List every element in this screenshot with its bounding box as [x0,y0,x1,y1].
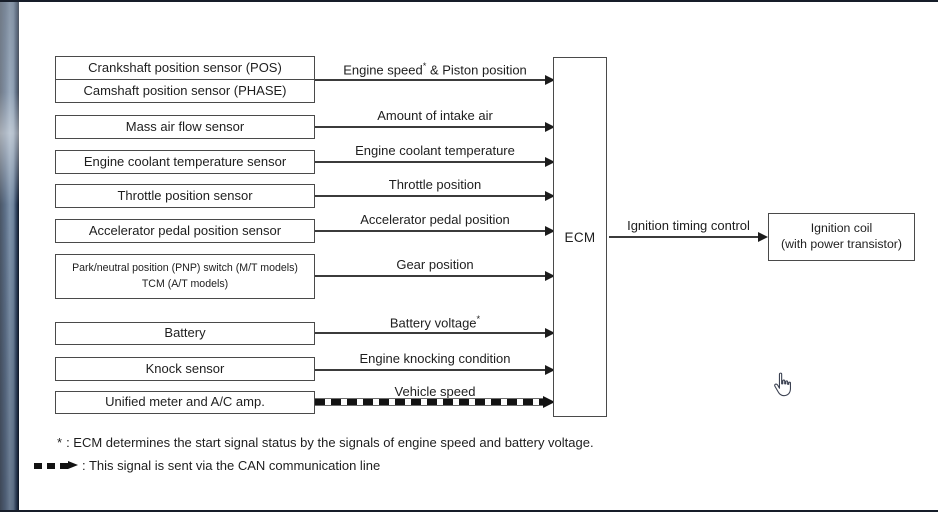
sensor-box-coolant-temp: Engine coolant temperature sensor [55,150,315,174]
signal-arrow [315,226,555,236]
arrowhead-icon [545,122,555,132]
sensor-label: Battery [164,325,206,341]
signal-label-battery-voltage: Battery voltage* [389,314,481,331]
signal-label-intake-air: Amount of intake air [377,108,493,123]
ignition-coil-label-line2: (with power transistor) [781,237,902,251]
signal-label-engine-speed: Engine speed* & Piston position [343,61,527,78]
signal-label-coolant-temp: Engine coolant temperature [355,143,515,158]
sensor-box-mass-air-flow: Mass air flow sensor [55,115,315,139]
arrowhead-icon [545,328,555,338]
sensor-box-unified-meter: Unified meter and A/C amp. [55,391,315,414]
ignition-coil-box: Ignition coil (with power transistor) [768,213,915,261]
signal-label-accelerator-pedal: Accelerator pedal position [360,212,510,227]
arrow-shaft [315,369,546,371]
signal-arrow [315,191,555,201]
signal-label-ignition-timing: Ignition timing control [627,218,750,233]
signal-arrow [315,157,555,167]
window-top-edge [0,0,938,2]
arrow-shaft [315,195,546,197]
arrowhead-icon [545,157,555,167]
sensor-label: Park/neutral position (PNP) switch (M/T … [72,262,298,275]
arrow-shaft [315,126,546,128]
arrowhead-icon [545,191,555,201]
sensor-label: Throttle position sensor [117,187,253,203]
sensor-label: Mass air flow sensor [125,118,245,134]
ecm-label: ECM [564,229,596,245]
signal-label-engine-knocking: Engine knocking condition [359,351,511,366]
arrowhead-icon [545,75,555,85]
sensor-box-accelerator-pedal: Accelerator pedal position sensor [55,219,315,243]
footnote-text: : ECM determines the start signal status… [66,435,594,450]
sensor-box-crankshaft: Crankshaft position sensor (POS) [56,57,314,80]
sensor-box-battery: Battery [55,322,315,345]
asterisk-symbol: * [57,435,63,450]
signal-arrow [315,122,555,132]
arrow-shaft [609,236,759,238]
sensor-label: Unified meter and A/C amp. [105,394,265,410]
footnote-can-line: : This signal is sent via the CAN commun… [34,458,380,473]
legend-dash-head [68,461,78,469]
arrow-shaft [315,79,546,81]
signal-arrow-can-dashed [315,396,555,409]
signal-arrow [315,75,555,85]
arrowhead-icon [545,365,555,375]
signal-label-vehicle-speed: Vehicle speed [394,384,476,399]
sensor-box-camshaft: Camshaft position sensor (PHASE) [56,80,314,102]
footnote-text: : This signal is sent via the CAN commun… [82,458,381,473]
arrowhead-icon [758,232,768,242]
sensor-label: Engine coolant temperature sensor [83,153,287,169]
window-left-edge [0,0,19,512]
sensor-box-knock: Knock sensor [55,357,315,381]
signal-arrow [315,328,555,338]
arrowhead-icon [545,226,555,236]
sensor-label: Crankshaft position sensor (POS) [88,59,282,75]
ignition-coil-label-line1: Ignition coil [810,221,873,236]
sensor-label: Knock sensor [145,360,225,376]
sensor-label: Camshaft position sensor (PHASE) [83,82,287,98]
signal-label-throttle-position: Throttle position [388,177,482,192]
sensor-label: TCM (A/T models) [141,277,229,290]
sensor-box-throttle-position: Throttle position sensor [55,184,315,208]
arrowhead-icon [545,271,555,281]
footnote-asterisk: * : ECM determines the start signal stat… [57,435,594,450]
ecm-box: ECM [553,57,607,417]
hand-pointer-cursor [774,372,792,397]
arrow-shaft [315,161,546,163]
sensor-box-crank-cam: Crankshaft position sensor (POS) Camshaf… [55,56,315,103]
signal-arrow [315,271,555,281]
sensor-box-pnp-tcm: Park/neutral position (PNP) switch (M/T … [55,254,315,299]
window-bottom-edge [0,510,938,512]
arrow-shaft [315,230,546,232]
signal-label-gear-position: Gear position [396,257,474,272]
arrow-shaft [315,332,546,334]
arrow-shaft-dashed [315,398,544,407]
sensor-label: Accelerator pedal position sensor [88,222,282,238]
signal-arrow [315,365,555,375]
arrow-shaft [315,275,546,277]
legend-dash-shaft [34,462,68,469]
dashed-arrow-legend-icon [34,461,78,470]
output-arrow [609,232,768,242]
arrowhead-icon [543,396,555,408]
